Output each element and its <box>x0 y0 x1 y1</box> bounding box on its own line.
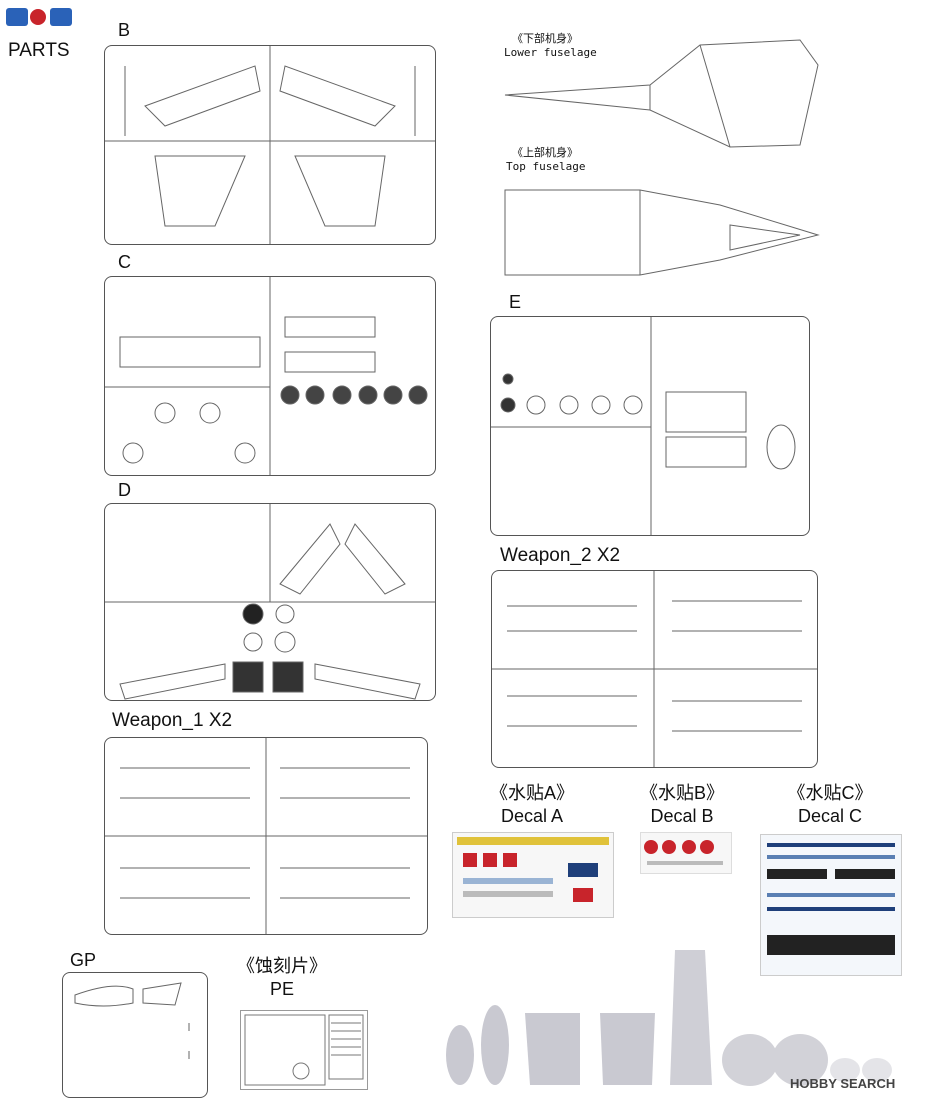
sprue-d-label: D <box>118 480 131 500</box>
decal-c-sheet <box>760 834 902 976</box>
site-logo <box>6 6 76 30</box>
decal-b-sheet <box>640 832 732 874</box>
sprue-e-label: E <box>509 292 522 312</box>
top-fuselage-drawing <box>504 189 820 276</box>
sprue-c-label: C <box>118 252 131 272</box>
parts-heading: PARTS <box>8 40 70 61</box>
hobbysearch-watermark: HOBBY SEARCH <box>790 1076 896 1091</box>
sprue-b-label: B <box>118 20 131 40</box>
lower-fuselage-cn: 《下部机身》 <box>512 32 578 45</box>
decal-a-en: Decal A <box>500 806 564 826</box>
sprue-e-frame <box>490 316 810 536</box>
decal-b-cn: 《水贴B》 <box>639 783 724 803</box>
decal-a-cn: 《水贴A》 <box>489 783 574 803</box>
sprue-b-frame <box>104 45 436 245</box>
pe-title: 《蚀刻片》 PE <box>222 955 342 1001</box>
weapon2-frame <box>491 570 818 768</box>
pe-fret <box>240 1010 368 1090</box>
decal-c-title: 《水贴C》 Decal C <box>770 782 890 828</box>
pe-cn: 《蚀刻片》 <box>237 956 327 976</box>
sprue-d-frame <box>104 503 436 701</box>
weapon1-label: Weapon_1 X2 <box>112 710 233 731</box>
top-fuselage-en: Top fuselage <box>506 160 586 173</box>
decal-c-cn: 《水贴C》 <box>787 783 873 803</box>
pe-en: PE <box>269 979 294 999</box>
decal-a-title: 《水贴A》 Decal A <box>462 782 602 828</box>
lower-fuselage-en: Lower fuselage <box>504 46 597 59</box>
resin-parts <box>446 950 892 1086</box>
decal-c-en: Decal C <box>797 806 863 826</box>
weapon1-frame <box>104 737 428 935</box>
sprue-c-frame <box>104 276 436 476</box>
gp-frame <box>62 972 208 1098</box>
decal-b-title: 《水贴B》 Decal B <box>622 782 742 828</box>
top-fuselage-cn: 《上部机身》 <box>512 146 578 159</box>
decal-b-en: Decal B <box>650 806 714 826</box>
lower-fuselage-drawing <box>504 39 819 148</box>
weapon2-label: Weapon_2 X2 <box>500 545 621 566</box>
gp-label: GP <box>70 950 97 970</box>
decal-a-sheet <box>452 832 614 918</box>
